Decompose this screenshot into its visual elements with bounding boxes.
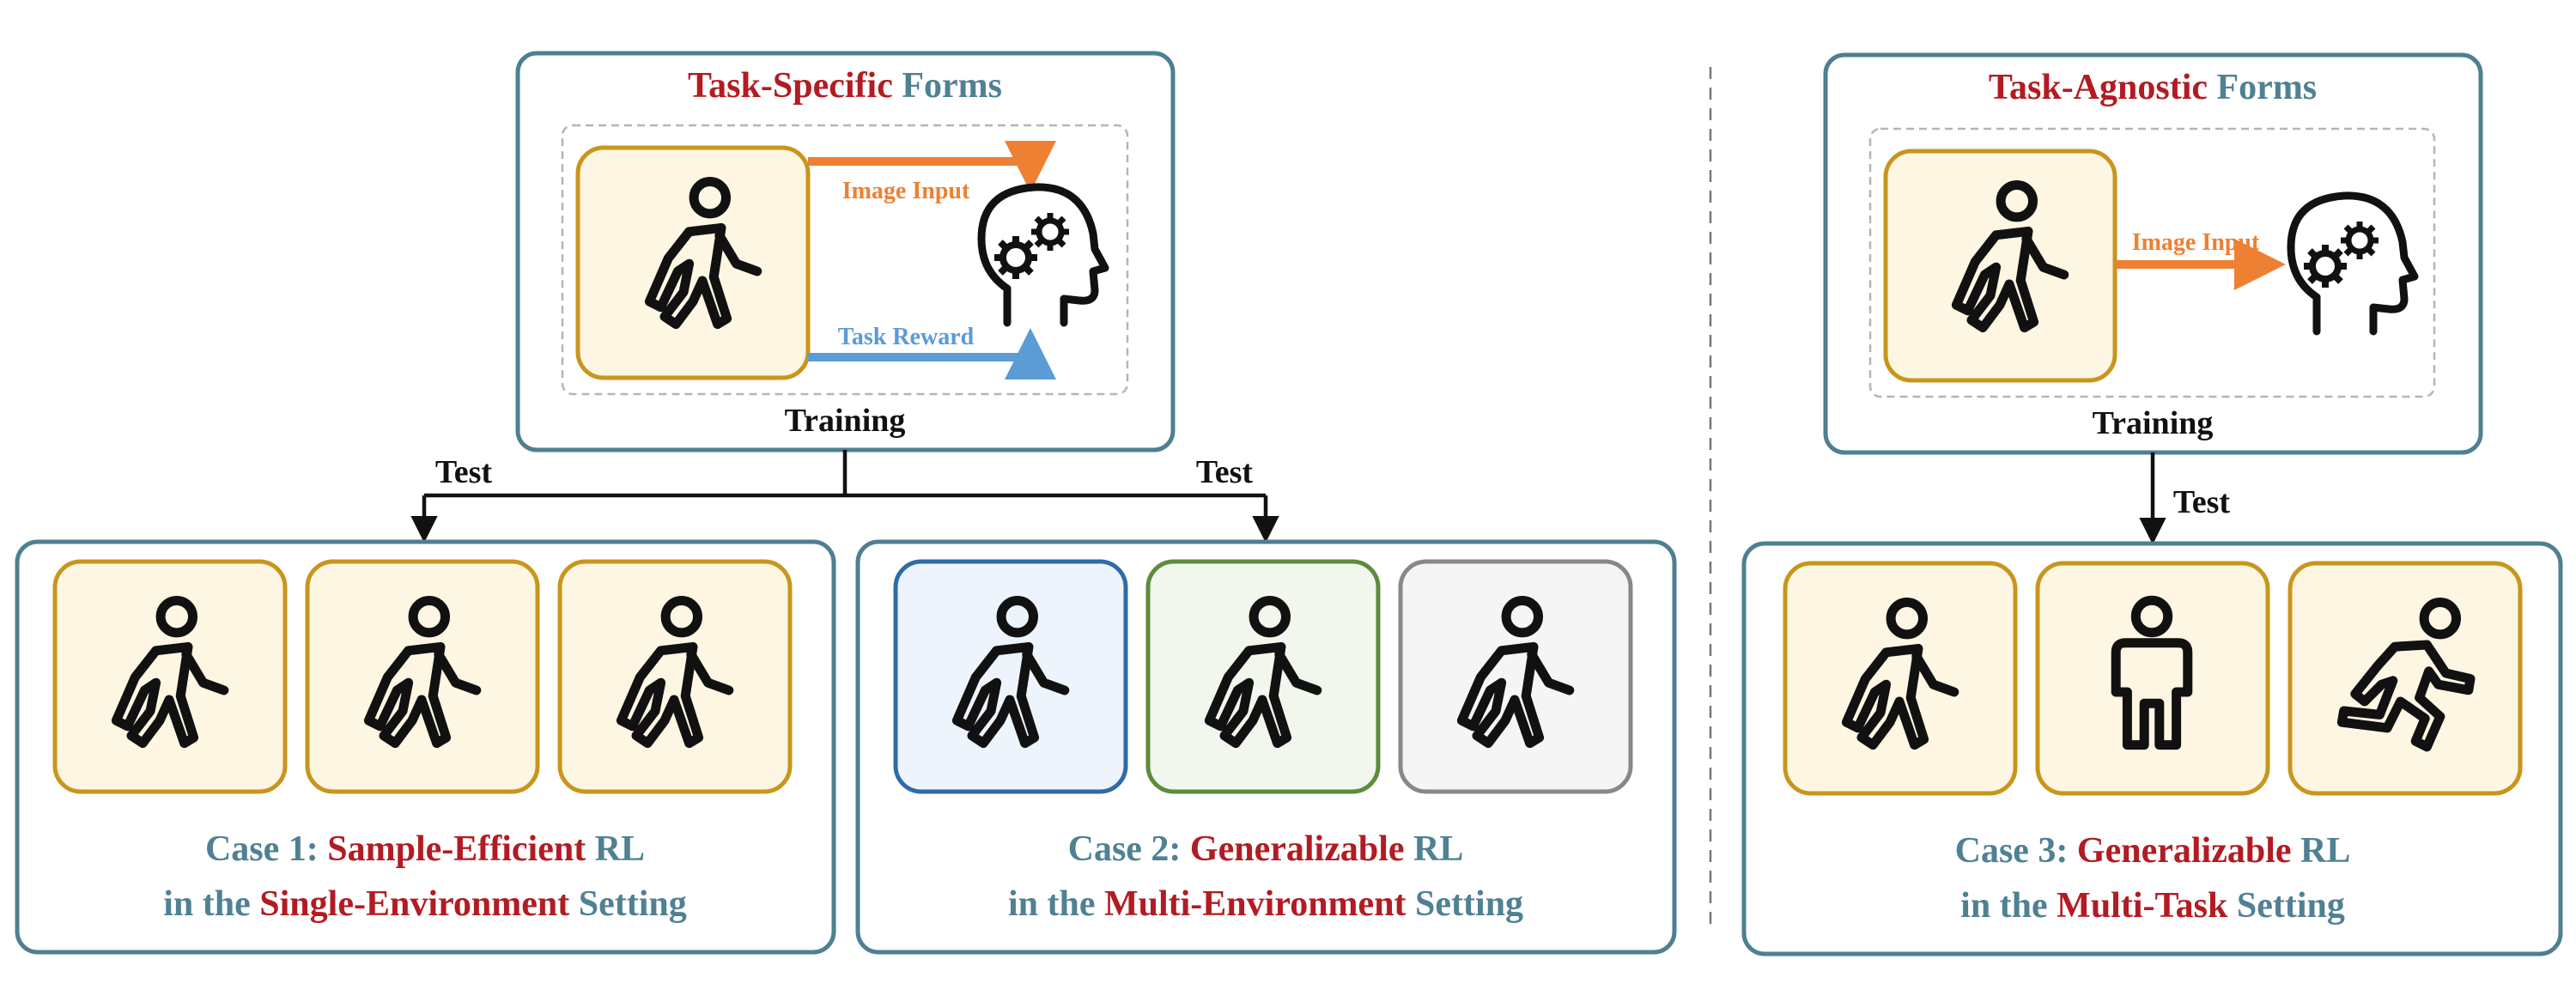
- case-2-panel: Case 2: Generalizable RL in the Multi-En…: [855, 539, 1677, 955]
- tile-frame: [1145, 559, 1381, 794]
- training-setup-box: [561, 124, 1129, 396]
- case-tile: [1145, 559, 1381, 794]
- task-reward-label: Task Reward: [838, 324, 975, 350]
- tile-frame: [557, 559, 793, 794]
- case-tile: [893, 559, 1128, 794]
- tile-frame: [2035, 561, 2270, 796]
- tile-frame: [52, 559, 288, 794]
- tile-frame: [893, 559, 1128, 794]
- test-label-left: Test: [435, 454, 493, 490]
- image-input-label: Image Input: [842, 178, 970, 204]
- case-caption-line1: Case 3: Generalizable RL: [1955, 831, 2351, 871]
- task-specific-title: Task-Specific Forms: [688, 66, 1002, 106]
- test-label: Test: [2173, 484, 2231, 520]
- image-input-arrow: [808, 141, 1056, 192]
- test-connectors-left: Test Test: [410, 450, 1279, 543]
- case-1-panel: Case 1: Sample-Efficient RL in the Singl…: [15, 539, 836, 955]
- case-caption-line2: in the Multi-Task Setting: [1960, 886, 2345, 926]
- training-label: Training: [2093, 405, 2214, 441]
- tile-frame: [1398, 559, 1633, 794]
- agent-tile: [1883, 149, 2117, 383]
- task-reward-arrow: [808, 328, 1056, 380]
- case-tile: [1398, 559, 1633, 794]
- training-setup-box: [1868, 127, 2436, 398]
- task-agnostic-title: Task-Agnostic Forms: [1989, 68, 2317, 107]
- case-3-panel: Case 3: Generalizable RL in the Multi-Ta…: [1741, 541, 2563, 956]
- tile-frame: [1783, 561, 2018, 796]
- case-tile: [2035, 561, 2270, 796]
- case-caption-line1: Case 2: Generalizable RL: [1068, 829, 1464, 869]
- case-caption-line1: Case 1: Sample-Efficient RL: [205, 829, 645, 869]
- test-label-right: Test: [1196, 454, 1254, 490]
- case-tile: [2287, 561, 2523, 796]
- image-input-label: Image Input: [2132, 229, 2260, 256]
- case-caption-line2: in the Single-Environment Setting: [163, 884, 686, 924]
- case-tile: [52, 559, 288, 794]
- case-tile: [1783, 561, 2018, 796]
- test-connector-right: Test: [2139, 452, 2231, 545]
- task-agnostic-panel: Task-Agnostic Forms Image Input Training: [1823, 52, 2483, 455]
- task-specific-panel: Task-Specific Forms Image Input Task Rew…: [515, 51, 1176, 452]
- agent-tile: [575, 145, 811, 380]
- case-caption-line2: in the Multi-Environment Setting: [1008, 884, 1523, 924]
- tile-frame: [305, 559, 540, 794]
- case-tile: [557, 559, 793, 794]
- tile-frame: [2287, 561, 2523, 796]
- training-label: Training: [785, 403, 906, 439]
- case-tile: [305, 559, 540, 794]
